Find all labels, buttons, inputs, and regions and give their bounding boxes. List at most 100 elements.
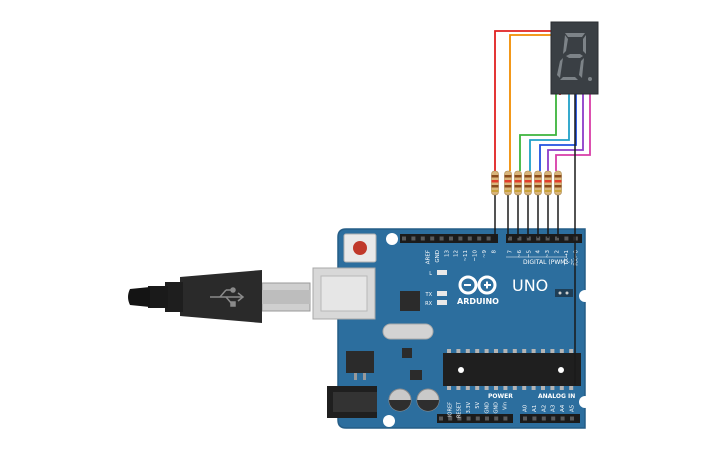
crystal-oscillator <box>382 323 434 340</box>
header-pin[interactable] <box>508 236 512 241</box>
header-pin[interactable] <box>439 236 444 241</box>
header-pin[interactable] <box>411 236 416 241</box>
chip-pin <box>465 386 470 390</box>
resistor[interactable] <box>524 170 532 196</box>
header-pin[interactable] <box>475 416 480 421</box>
digital-pin-label: ~5 <box>526 250 532 259</box>
chip-dot <box>458 367 464 373</box>
header-pin[interactable] <box>526 236 531 241</box>
arduino-logo-icon <box>458 275 497 295</box>
bottom-pin-holes <box>439 416 574 421</box>
reset-button-icon <box>353 241 367 255</box>
header-pin[interactable] <box>570 416 574 421</box>
segment-dp <box>588 77 592 81</box>
analog-pin-label: A5 <box>570 404 576 412</box>
reset-button[interactable] <box>343 233 377 263</box>
power-header <box>437 414 513 423</box>
resistor[interactable] <box>534 170 542 196</box>
usb-b-port-inner <box>320 275 368 312</box>
chip-pin <box>447 386 451 390</box>
header-pin[interactable] <box>420 236 425 241</box>
chip-pin <box>559 349 564 353</box>
chip-pin <box>569 386 574 390</box>
display-segments <box>557 33 592 81</box>
segment-f <box>563 35 568 54</box>
header-pin[interactable] <box>573 236 578 241</box>
chip-pin <box>503 349 508 353</box>
header-pin[interactable] <box>467 236 472 241</box>
voltage-regulator <box>346 351 374 373</box>
header-pin[interactable] <box>564 236 569 241</box>
led-tx-label: TX <box>425 292 433 298</box>
header-pin[interactable] <box>486 236 491 241</box>
resistor[interactable] <box>514 170 522 196</box>
header-pin[interactable] <box>523 416 527 421</box>
mounting-hole <box>579 290 591 302</box>
wire-purple[interactable] <box>547 92 584 171</box>
digital-pin-label: 13 <box>444 250 450 257</box>
header-pin[interactable] <box>477 236 482 241</box>
header-pin[interactable] <box>541 416 546 421</box>
digital-pin-label: ~3 <box>545 250 551 259</box>
header-pin[interactable] <box>555 236 559 241</box>
header-pin[interactable] <box>466 416 471 421</box>
resistor[interactable] <box>491 170 499 196</box>
chip-pin <box>456 386 461 390</box>
chip-pin <box>484 386 489 390</box>
usb-strain-relief <box>148 286 168 308</box>
segment-g <box>566 54 583 58</box>
chip-pin <box>531 386 536 390</box>
header-pin[interactable] <box>402 236 406 241</box>
wire-pink[interactable] <box>555 92 591 171</box>
usb-cable-icon <box>210 287 245 307</box>
segment-d <box>560 77 578 80</box>
header-pin[interactable] <box>439 416 443 421</box>
mounting-hole <box>579 396 591 408</box>
analog-pin-label: A4 <box>560 404 566 412</box>
power-pin-label: Vin <box>503 402 509 410</box>
chip-pin <box>559 386 564 390</box>
resistor[interactable] <box>504 170 512 196</box>
header-pin[interactable] <box>545 236 550 241</box>
chip-pin <box>541 386 545 390</box>
header-pin[interactable] <box>458 236 463 241</box>
header-pin[interactable] <box>560 416 565 421</box>
chip-pin <box>522 349 527 353</box>
header-pin[interactable] <box>551 416 556 421</box>
chip-dot <box>558 367 564 373</box>
header-pin[interactable] <box>430 236 435 241</box>
digital-pin-label: 12 <box>454 250 460 257</box>
analog-header-label: ANALOG IN <box>538 393 575 400</box>
digital-header-right <box>506 234 582 243</box>
usb-cable[interactable] <box>128 270 311 323</box>
header-pin[interactable] <box>494 416 499 421</box>
regulator-leg <box>363 373 366 380</box>
resistor-bank[interactable] <box>491 170 562 196</box>
chip-pin <box>475 386 480 390</box>
header-pin[interactable] <box>536 236 541 241</box>
wire-teal[interactable] <box>529 92 570 171</box>
arduino-uno-board[interactable]: L TX RX ARDUINO UNO <box>312 228 591 429</box>
dc-power-jack-inner <box>333 392 377 412</box>
resistor[interactable] <box>544 170 552 196</box>
chip-pin <box>550 349 555 353</box>
led-rx-label: RX <box>425 301 432 307</box>
wire-blue[interactable] <box>539 92 577 171</box>
icsp-pin <box>558 291 562 295</box>
header-pin[interactable] <box>449 236 453 241</box>
segment-a <box>565 33 585 37</box>
header-pin[interactable] <box>457 416 462 421</box>
seven-segment-display[interactable] <box>550 21 599 95</box>
header-pin[interactable] <box>448 416 453 421</box>
header-pin[interactable] <box>517 236 522 241</box>
chip-pin <box>503 386 508 390</box>
led-tx <box>437 291 447 296</box>
usb-plug-grip <box>165 282 183 312</box>
header-pin[interactable] <box>532 416 537 421</box>
header-pin[interactable] <box>503 416 508 421</box>
header-pin[interactable] <box>485 416 489 421</box>
digital-pin-label: RX←0 <box>573 250 579 266</box>
resistor[interactable] <box>554 170 562 196</box>
